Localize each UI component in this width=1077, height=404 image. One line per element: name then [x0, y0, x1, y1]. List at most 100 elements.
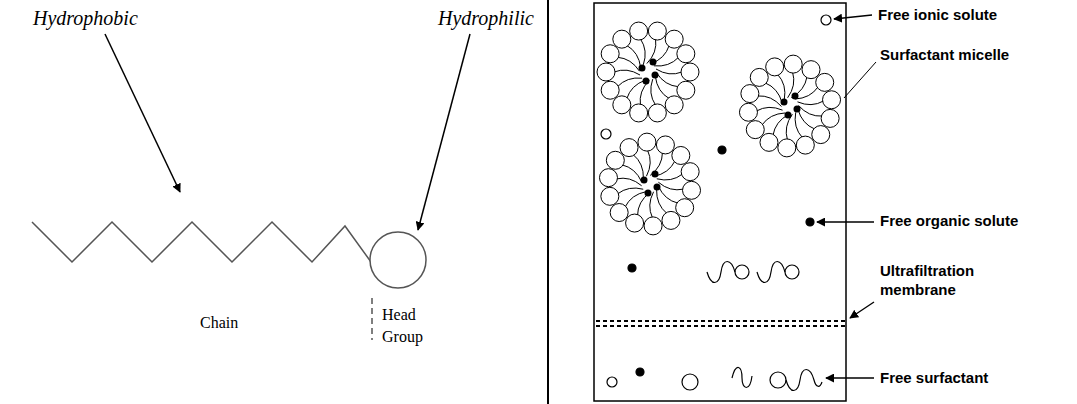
surfactant-tail	[795, 87, 818, 99]
surfactant-tail	[650, 192, 654, 218]
surfactant-tail	[625, 192, 646, 207]
surfactant-tail	[798, 109, 815, 129]
region-label: Hydrophilic	[438, 6, 534, 30]
surfactant-head	[778, 139, 796, 157]
surfactant-head	[812, 126, 830, 144]
surfactant-tail	[614, 70, 640, 75]
region-label: Hydrophobic	[33, 6, 138, 30]
surfactant-head	[613, 96, 631, 114]
callout-label: Free surfactant	[880, 369, 988, 388]
surfactant-head	[606, 151, 624, 169]
surfactant-head	[681, 163, 699, 181]
membrane-line	[596, 320, 846, 322]
surfactant-head	[735, 265, 749, 279]
surfactant-head	[662, 211, 680, 229]
surfactant-tail	[657, 174, 683, 180]
surfactant-tail	[657, 73, 679, 87]
surfactant-head	[741, 85, 759, 103]
surfactant-tail	[758, 96, 782, 107]
surfactant-head	[644, 217, 662, 235]
solutes	[601, 15, 831, 391]
ionic-solute	[601, 129, 611, 139]
organic-solute	[806, 218, 814, 226]
organic-solute	[652, 72, 659, 79]
surfactant-head	[630, 104, 648, 122]
surfactant-head	[739, 103, 757, 121]
surfactant-micelle	[739, 55, 840, 157]
surfactant-head	[785, 265, 799, 279]
surfactant-head	[821, 109, 839, 127]
callout-label: Surfactant micelle	[880, 46, 1009, 65]
surfactant-tail	[778, 74, 785, 99]
callout-label: Ultrafiltration membrane	[880, 262, 1020, 300]
surfactant-tail	[757, 262, 785, 283]
surfactant-tail	[799, 105, 823, 116]
leader-arrow	[850, 302, 874, 318]
leader-arrow	[826, 377, 874, 378]
organic-solute	[781, 99, 788, 106]
organic-solute	[650, 59, 657, 66]
surfactant-tail	[732, 367, 752, 387]
surfactant-head	[750, 68, 768, 86]
organic-solute	[643, 78, 650, 85]
surfactant-tail	[657, 189, 667, 213]
surfactant-tail	[765, 83, 782, 103]
surfactant-head	[683, 181, 701, 199]
micelle-group	[597, 22, 841, 235]
surfactant-head	[770, 372, 786, 388]
organic-solute	[641, 177, 648, 184]
head-divider	[371, 298, 373, 340]
organic-solute	[639, 65, 646, 72]
surfactant-head	[746, 121, 764, 139]
surfactant-head	[784, 55, 802, 73]
organic-solute	[654, 184, 661, 191]
surfactant-head	[672, 146, 690, 164]
leader-arrow	[105, 34, 180, 192]
surfactant-head	[816, 73, 834, 91]
hydrocarbon-chain	[32, 222, 371, 262]
surfactant-micelle	[597, 22, 699, 122]
surfactant-head	[766, 58, 784, 76]
surfactant-head	[630, 22, 648, 40]
surfactant-head	[681, 63, 699, 81]
surfactant-micelle	[599, 133, 700, 235]
surfactant-head	[620, 139, 638, 157]
surfactant-head	[682, 374, 698, 390]
organic-solute	[636, 368, 644, 376]
membrane-line	[596, 325, 846, 327]
surfactant-tail	[651, 79, 656, 105]
part-label: Head Group	[382, 304, 432, 347]
surfactant-head	[823, 91, 841, 109]
surfactant-tail	[616, 178, 641, 186]
surfactant-tail	[762, 113, 785, 125]
surfactant-tail	[795, 112, 802, 137]
surfactant-tail	[633, 155, 643, 179]
leader-arrow	[817, 221, 874, 222]
ionic-solute	[821, 15, 831, 25]
surfactant-head	[665, 30, 683, 48]
surfactant-head	[599, 169, 617, 187]
surfactant-head	[638, 133, 656, 151]
organic-solute	[794, 106, 801, 113]
surfactant-tail	[622, 165, 642, 182]
surfactant-tail	[617, 78, 642, 87]
surfactant-tail	[655, 76, 669, 98]
organic-solute	[645, 190, 652, 197]
surfactant-head	[760, 133, 778, 151]
organic-solute	[652, 171, 659, 178]
surfactant-tail	[756, 107, 782, 111]
surfactant-head	[677, 81, 695, 99]
callout-label: Free ionic solute	[878, 6, 997, 25]
surfactant-head	[648, 22, 666, 40]
surfactant-head	[601, 187, 619, 205]
leader-arrow	[834, 15, 872, 19]
surfactant-head	[796, 136, 814, 154]
surfactant-tail	[627, 45, 641, 67]
surfactant-head	[610, 204, 628, 222]
surfactant-tail	[797, 101, 823, 105]
surfactant-head	[613, 30, 631, 48]
panel-divider	[547, 0, 549, 404]
leader-arrow	[418, 34, 470, 230]
surfactant-head	[648, 104, 666, 122]
surfactant-head	[626, 214, 644, 232]
